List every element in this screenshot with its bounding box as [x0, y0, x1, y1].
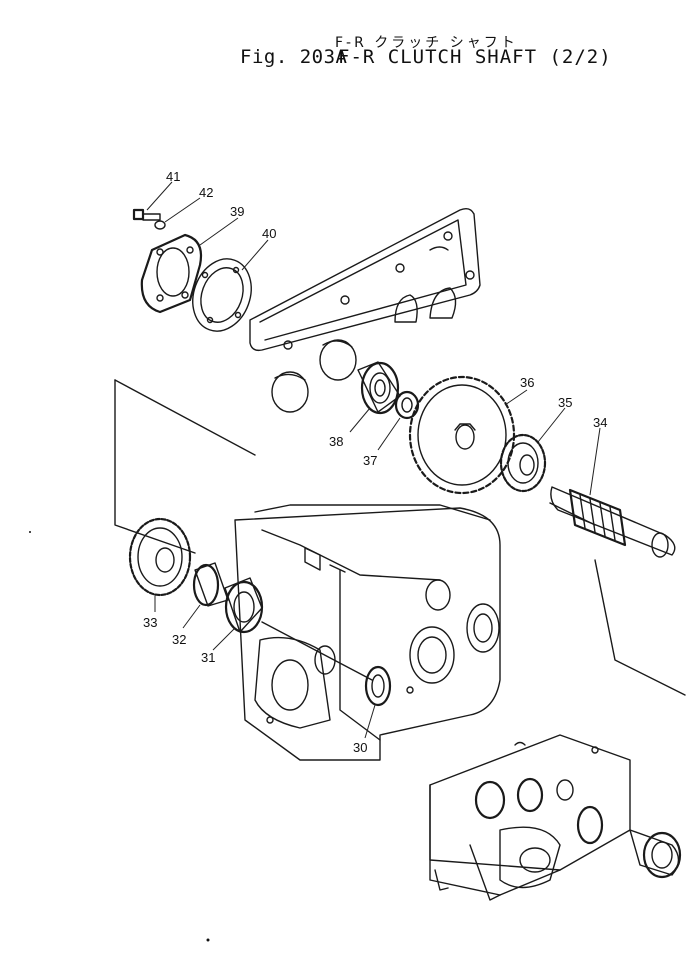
- part-number-32: 32: [172, 632, 186, 647]
- speck: [206, 938, 210, 942]
- washer: [154, 220, 166, 230]
- part-number-39: 39: [230, 204, 244, 219]
- diagram-title: F-R CLUTCH SHAFT (2/2): [338, 46, 612, 68]
- gasket: [192, 258, 252, 332]
- bearing-bores: [271, 339, 357, 413]
- gasket-plate: [249, 207, 481, 352]
- part-number-38: 38: [329, 434, 343, 449]
- part-number-31: 31: [201, 650, 215, 665]
- leader-lines: [146, 181, 601, 739]
- collar: [394, 390, 420, 420]
- speck: [29, 531, 31, 533]
- part-number-33: 33: [143, 615, 157, 630]
- transmission-case: [234, 504, 501, 761]
- part-number-37: 37: [363, 453, 377, 468]
- small-gear-lower: [128, 517, 192, 597]
- clutch-shaft: [550, 486, 676, 558]
- part-number-40: 40: [262, 226, 276, 241]
- part-number-36: 36: [520, 375, 534, 390]
- part-number-41: 41: [166, 169, 180, 184]
- ball-bearing-upper: [357, 361, 401, 415]
- japanese-title: F-R クラッチ シャフト: [335, 35, 518, 51]
- part-number-labels: 41 42 39 40 36 35 34 38 37 33 32 31 30: [143, 169, 607, 755]
- spacer: [192, 562, 229, 607]
- assembled-view: [429, 734, 682, 901]
- small-gear-upper: [499, 433, 547, 493]
- part-number-30: 30: [353, 740, 367, 755]
- assembly-axis-line: [261, 621, 373, 681]
- part-number-42: 42: [199, 185, 213, 200]
- panel-outlines: [114, 379, 686, 696]
- oil-seal: [364, 665, 392, 707]
- ball-bearing-lower: [224, 577, 264, 634]
- part-number-35: 35: [558, 395, 572, 410]
- bolt: [132, 208, 161, 221]
- large-gear: [408, 375, 516, 495]
- part-number-34: 34: [593, 415, 607, 430]
- cover-plate: [140, 233, 203, 314]
- figure-number: Fig. 203A: [240, 46, 348, 68]
